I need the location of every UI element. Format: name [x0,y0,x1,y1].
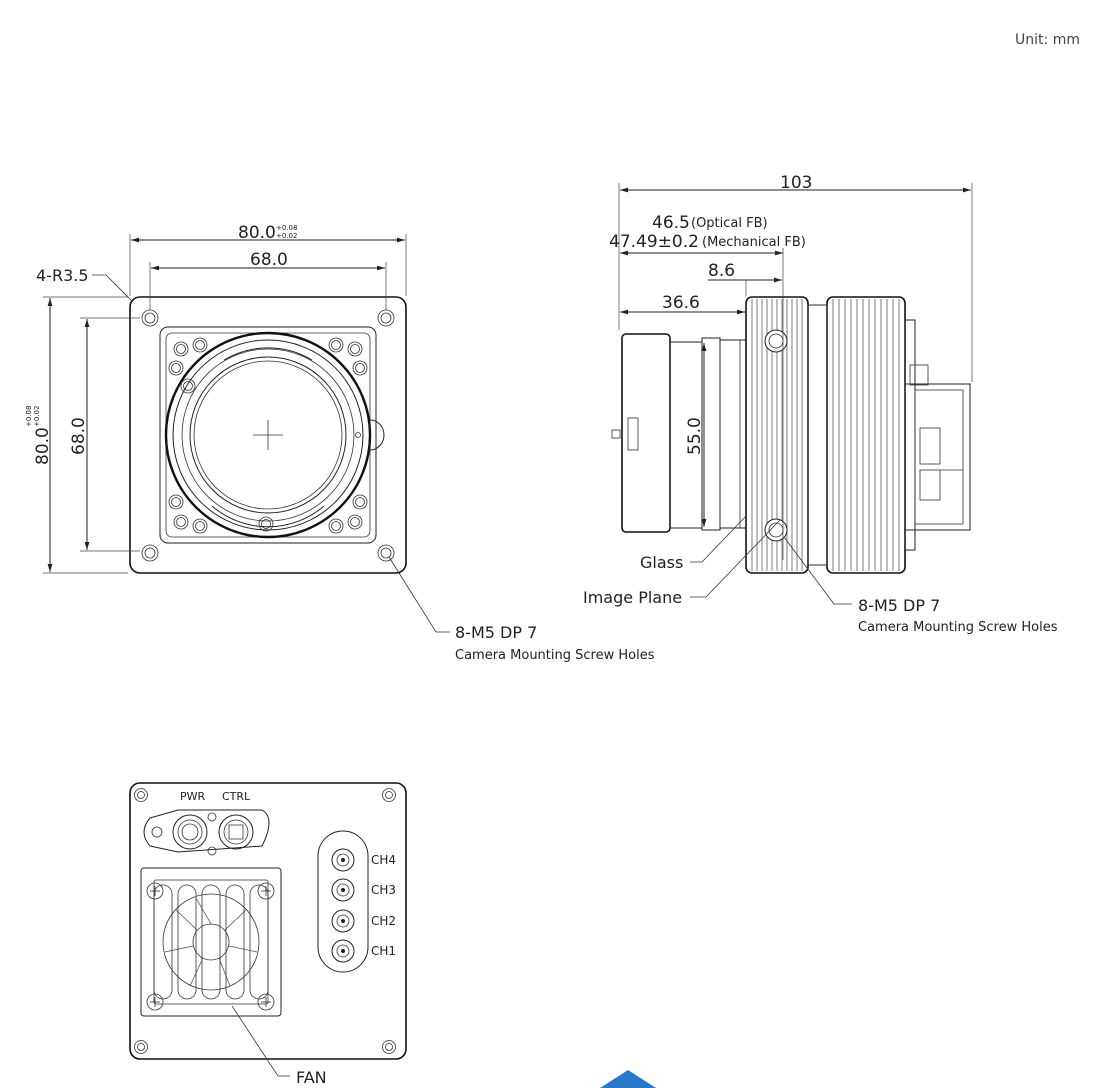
front-inner-height-dimension: 68.0 [69,417,89,455]
unit-label: Unit: mm [1015,32,1080,48]
unit-label-text: Unit: [1015,32,1049,48]
fan-screw-icon [146,882,275,1011]
front-screw-hole-title: 8-M5 DP 7 [455,623,537,642]
mechanical-fb-value: 47.49±0.2 [609,232,699,252]
brand-logo-icon [600,1070,656,1088]
front-width-tol-upper: +0.08 [276,224,297,232]
channel-label-ch2: CH2 [371,914,396,928]
front-screw-hole-desc: Camera Mounting Screw Holes [455,648,655,663]
front-height-dimension: 80.0 [33,427,53,465]
unit-value: mm [1052,32,1080,48]
front-height-tol-lower: +0.02 [33,406,41,427]
side-view: 103 46.5 (Optical FB) 47.49±0.2 (Mechani… [583,173,1058,635]
rear-corner-screw-icon [134,788,396,1054]
optical-fb-value: 46.5 [652,213,690,233]
front-height-tol-upper: +0.08 [25,406,33,427]
channel-label-ch4: CH4 [371,853,396,867]
pwr-label: PWR [180,790,206,803]
mechanical-fb-label: (Mechanical FB) [702,235,806,250]
side-dim-8-6: 8.6 [708,261,735,281]
channel-label-ch3: CH3 [371,883,396,897]
pwr-connector [172,814,208,850]
bnc-connector-icon [331,848,355,963]
side-total-length: 103 [780,173,812,193]
rear-body-outline [129,782,407,1060]
channel-label-ch1: CH1 [371,944,396,958]
front-body-outline [129,296,407,574]
side-connector-block [904,383,971,531]
front-inner-width-dimension: 68.0 [250,250,288,270]
lens-release-button [369,419,385,451]
fan-label: FAN [296,1068,327,1087]
lens-mount-outer-ring [164,331,372,539]
channel-panel [317,830,369,973]
front-width-dimension: 80.0 [238,223,276,243]
fan-icon [162,893,260,991]
rear-view: PWR CTRL FAN [129,782,407,1087]
fan-grille [140,867,282,1017]
image-plane-label: Image Plane [583,588,682,607]
optical-fb-label: (Optical FB) [691,216,768,231]
side-screw-hole-title: 8-M5 DP 7 [858,596,940,615]
front-view: 80.0 +0.08 +0.02 68.0 4-R3.5 80.0 +0.08 … [25,223,655,663]
front-inner-plate [159,326,377,544]
front-width-tol-lower: +0.02 [276,232,297,240]
side-dim-36-6: 36.6 [662,293,700,313]
side-dim-55-0: 55.0 [685,417,705,455]
side-screw-hole-desc: Camera Mounting Screw Holes [858,620,1058,635]
glass-label: Glass [640,553,683,572]
corner-radius-label: 4-R3.5 [36,266,89,285]
side-lens-cap [621,333,671,533]
ctrl-label: CTRL [222,790,251,803]
ctrl-connector [218,814,254,850]
